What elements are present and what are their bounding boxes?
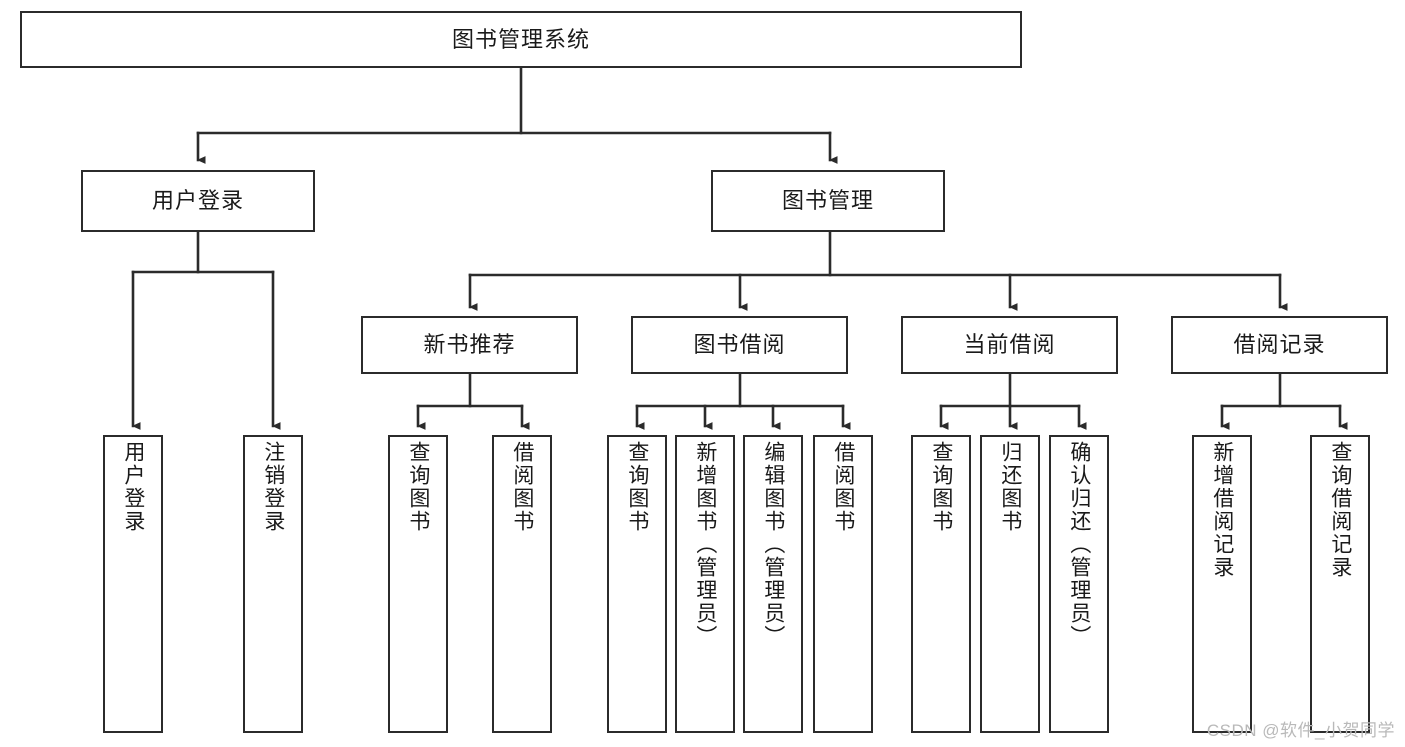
leaf-new-book-query[interactable]: 查询图书 (388, 435, 448, 733)
node-new-book-recommend[interactable]: 新书推荐 (361, 316, 578, 374)
leaf-book-borrow-borrow[interactable]: 借阅图书 (813, 435, 873, 733)
node-label: 新增借阅记录 (1210, 441, 1234, 579)
leaf-borrow-record-add[interactable]: 新增借阅记录 (1192, 435, 1252, 733)
leaf-book-borrow-add[interactable]: 新增图书（管理员） (675, 435, 735, 733)
node-label: 查询图书 (625, 441, 649, 533)
leaf-new-book-borrow[interactable]: 借阅图书 (492, 435, 552, 733)
leaf-user-login-logout[interactable]: 注销登录 (243, 435, 303, 733)
node-label: 查询图书 (929, 441, 953, 533)
node-book-management[interactable]: 图书管理 (711, 170, 945, 232)
leaf-current-borrow-return[interactable]: 归还图书 (980, 435, 1040, 733)
leaf-user-login-login[interactable]: 用户登录 (103, 435, 163, 733)
leaf-book-borrow-query[interactable]: 查询图书 (607, 435, 667, 733)
node-root-system[interactable]: 图书管理系统 (20, 11, 1022, 68)
node-label: 当前借阅 (963, 332, 1056, 358)
node-label: 图书管理 (781, 188, 874, 214)
node-label: 图书管理系统 (451, 26, 590, 52)
node-label: 图书借阅 (693, 332, 786, 358)
leaf-current-borrow-confirm[interactable]: 确认归还（管理员） (1049, 435, 1109, 733)
node-label: 注销登录 (261, 441, 285, 533)
node-label: 借阅图书 (510, 441, 534, 533)
node-label: 借阅记录 (1233, 332, 1326, 358)
node-label: 确认归还（管理员） (1067, 441, 1091, 648)
node-label: 查询图书 (406, 441, 430, 533)
leaf-book-borrow-edit[interactable]: 编辑图书（管理员） (743, 435, 803, 733)
leaf-borrow-record-query[interactable]: 查询借阅记录 (1310, 435, 1370, 733)
node-label: 新增图书（管理员） (693, 441, 717, 648)
node-current-borrow[interactable]: 当前借阅 (901, 316, 1118, 374)
node-user-login[interactable]: 用户登录 (81, 170, 315, 232)
node-label: 用户登录 (121, 441, 145, 533)
csdn-watermark: CSDN @软件_小贺同学 (1206, 721, 1395, 740)
leaf-current-borrow-query[interactable]: 查询图书 (911, 435, 971, 733)
node-label: 用户登录 (151, 188, 244, 214)
node-label: 借阅图书 (831, 441, 855, 533)
node-label: 编辑图书（管理员） (761, 441, 785, 648)
node-label: 归还图书 (998, 441, 1022, 533)
node-label: 新书推荐 (423, 332, 516, 358)
node-book-borrow[interactable]: 图书借阅 (631, 316, 848, 374)
node-borrow-record[interactable]: 借阅记录 (1171, 316, 1388, 374)
node-label: 查询借阅记录 (1328, 441, 1352, 579)
